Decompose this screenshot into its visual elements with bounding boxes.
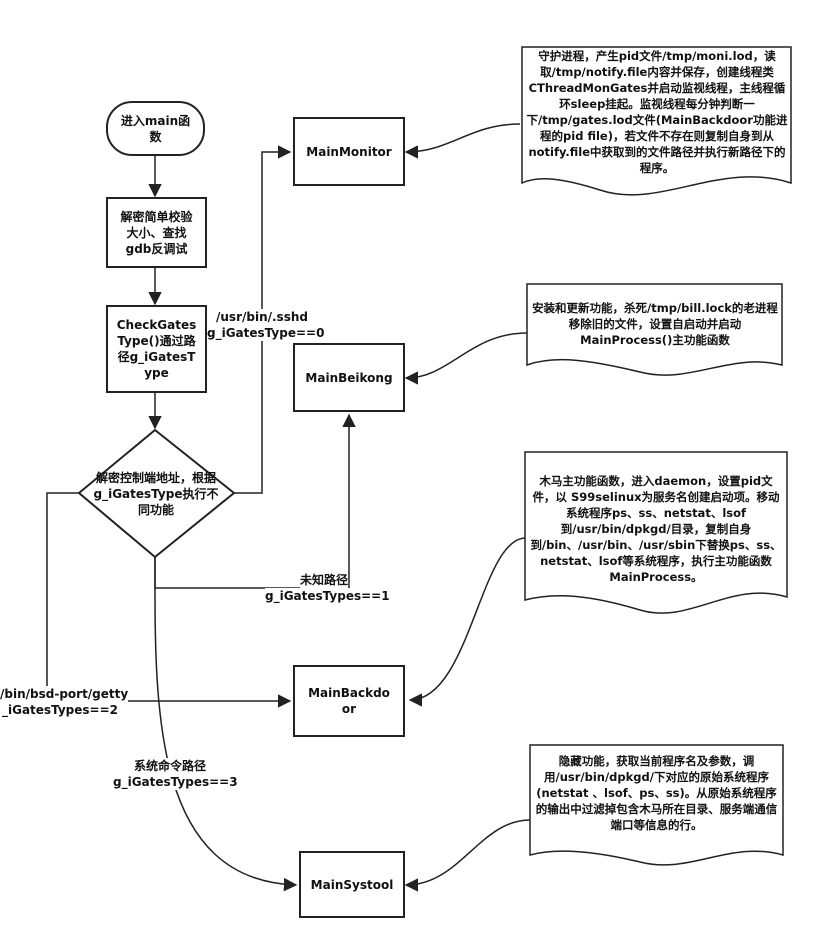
- edge-label-unknown-type: g_iGatesTypes==1: [265, 588, 390, 604]
- start-terminator: 进入main函数: [106, 101, 205, 156]
- arrow-note-monitor: [404, 123, 521, 159]
- main-monitor-box: MainMonitor: [293, 117, 405, 186]
- note-shape-beikong: [526, 283, 783, 376]
- note-systool-text: 隐藏功能，获取当前程序名及参数，调用/usr/bin/dpkgd/下对应的原始系…: [535, 754, 778, 832]
- main-beikong-label: MainBeikong: [305, 370, 393, 385]
- edge-label-sshd-path: /usr/bin/.sshd: [216, 309, 308, 325]
- main-systool-box: MainSystool: [299, 851, 405, 918]
- edge-label-syscmd-path: 系统命令路径: [134, 758, 207, 774]
- arrow-note-systool: [404, 819, 531, 892]
- edge-label-unknown-path: 未知路径: [300, 572, 349, 588]
- edge-label-sshd-type: g_iGatesType==0: [207, 325, 325, 341]
- edge-label-syscmd-type: g_iGatesTypes==3: [113, 774, 238, 790]
- note-backdoor-text: 木马主功能函数，进入daemon，设置pid文件，以 S99selinux为服务…: [530, 474, 782, 584]
- note-shape-systool: [529, 744, 784, 866]
- check-gates-label: CheckGatesType()通过路径g_iGatesType: [116, 318, 197, 380]
- note-monitor-text: 守护进程，产生pid文件/tmp/moni.lod，读取/tmp/notify.…: [526, 49, 788, 175]
- main-monitor-label: MainMonitor: [306, 144, 392, 159]
- main-systool-label: MainSystool: [310, 877, 394, 892]
- start-label: 进入main函数: [120, 113, 191, 144]
- main-backdoor-box: MainBackdoor: [293, 665, 405, 737]
- check-gates-box: CheckGatesType()通过路径g_iGatesType: [106, 305, 207, 393]
- edge-label-getty-path: /bin/bsd-port/getty: [0, 686, 129, 702]
- decision-diamond: [77, 428, 236, 559]
- note-shape-backdoor: [524, 451, 788, 614]
- decrypt-label: 解密简单校验大小、查找gdb反调试: [120, 209, 193, 256]
- edge-label-getty-type: _iGatesTypes==2: [2, 702, 118, 718]
- decrypt-process-box: 解密简单校验大小、查找gdb反调试: [106, 197, 207, 268]
- note-shape-monitor: [521, 46, 792, 196]
- decision-label: 解密控制端地址，根据g_iGatesType执行不同功能: [93, 471, 219, 517]
- arrow-note-backdoor: [408, 537, 526, 707]
- arrow-decision-to-systool: [154, 556, 298, 892]
- arrow-note-beikong: [404, 332, 528, 385]
- main-beikong-box: MainBeikong: [293, 343, 405, 412]
- note-beikong-text: 安装和更新功能，杀死/tmp/bill.lock的老进程移除旧的文件，设置自启动…: [532, 301, 778, 347]
- main-backdoor-label: MainBackdoor: [308, 686, 390, 716]
- arrow-decision-to-backdoor: [46, 492, 292, 708]
